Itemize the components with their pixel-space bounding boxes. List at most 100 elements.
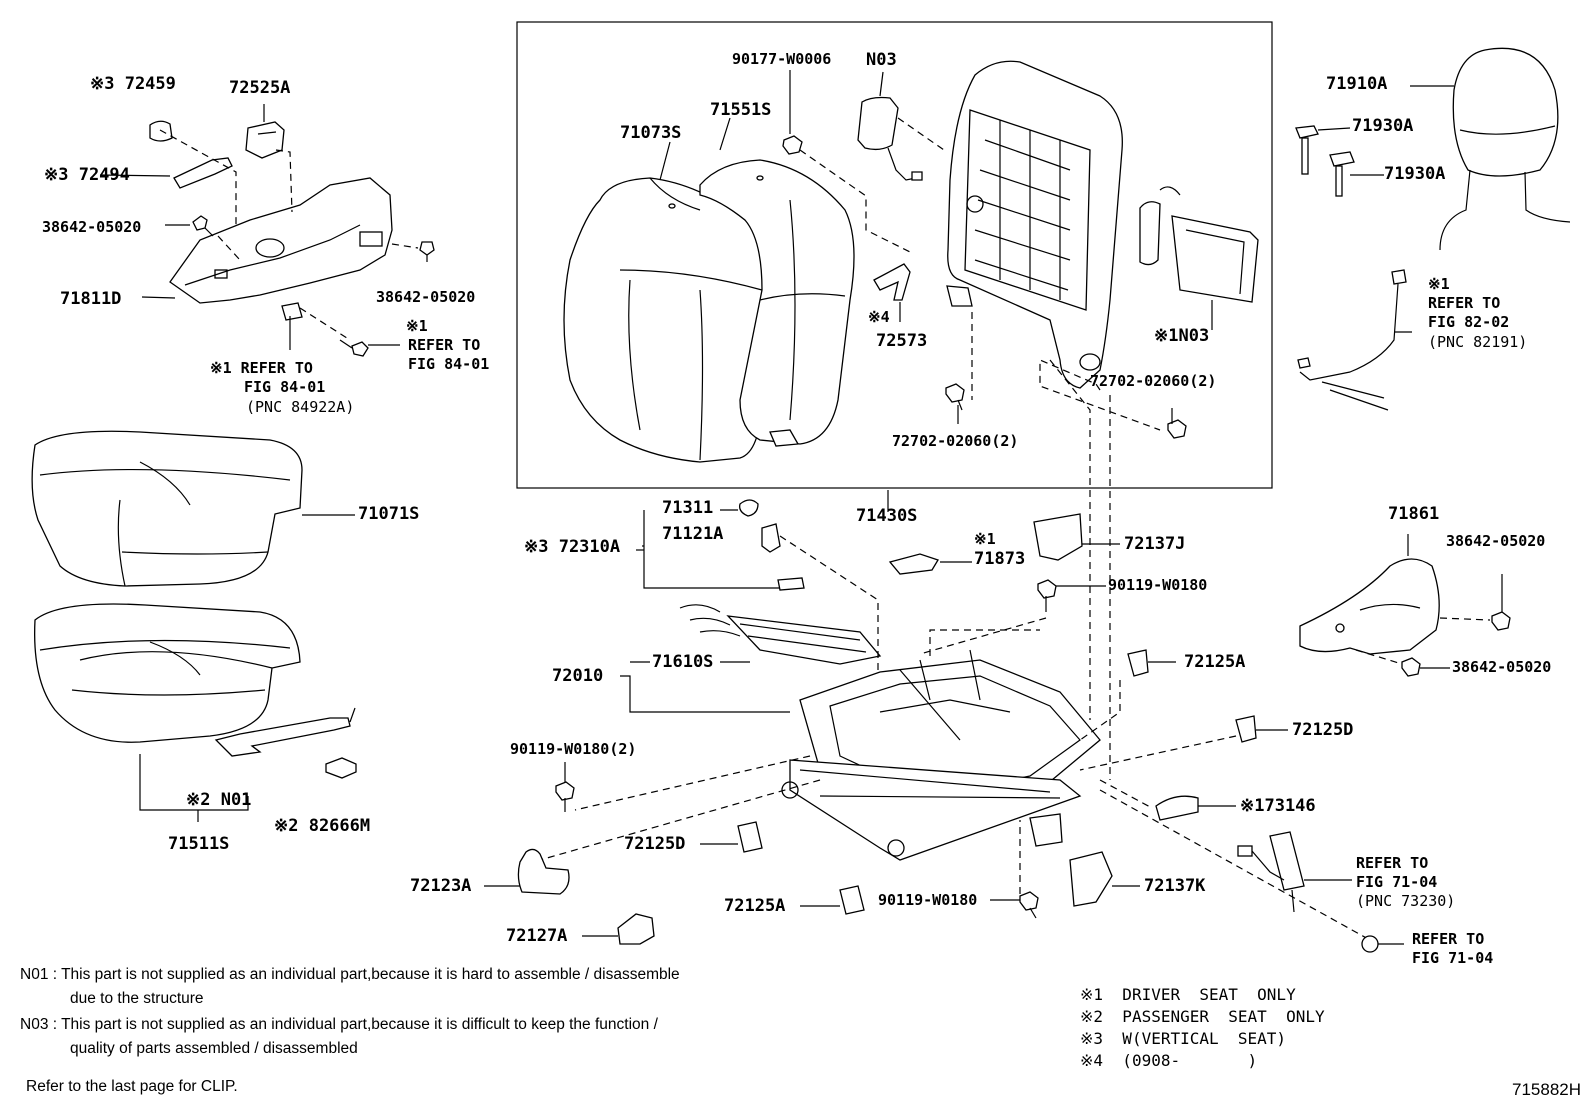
- callout-72127A: 72127A: [506, 926, 568, 946]
- ref2-line1: ※1 REFER TO: [210, 359, 313, 377]
- callout-72137K: 72137K: [1144, 876, 1206, 896]
- spring-mat-71610S: [679, 604, 882, 665]
- cushion-pad-71511S: [34, 603, 301, 743]
- callout-71610S: 71610S: [652, 652, 714, 672]
- buckle-73230: [1237, 831, 1305, 913]
- cover-72137J: [1033, 513, 1083, 561]
- callout-38642-c: 38642-05020: [1446, 532, 1546, 550]
- callout-71873-mark: ※1: [974, 530, 996, 548]
- cushion-shield-71811D: [169, 177, 393, 304]
- callout-82666M: ※2 82666M: [274, 816, 371, 836]
- cover-72137K: [1069, 851, 1113, 907]
- callout-71930A-a: 71930A: [1352, 116, 1414, 136]
- ref3-line3: (PNC 82191): [1428, 333, 1528, 351]
- callout-72010: 72010: [552, 666, 604, 686]
- callout-72459: ※3 72459: [90, 74, 176, 94]
- knob-72525A: [245, 121, 285, 159]
- ref1-line2: FIG 84-01: [408, 355, 490, 373]
- legend-passenger-seat: ※2 PASSENGER SEAT ONLY: [1080, 1007, 1325, 1026]
- nut-73230: [1361, 935, 1379, 953]
- clip-90177: [782, 135, 803, 155]
- callout-71811D: 71811D: [60, 289, 122, 309]
- sensor-mat-N03: [1139, 186, 1259, 303]
- callout-72123A: 72123A: [410, 876, 472, 896]
- ref3-line1: REFER TO: [1428, 294, 1501, 312]
- ref1-line1: REFER TO: [408, 336, 481, 354]
- ref1-mark: ※1: [406, 317, 428, 335]
- seat-adjuster-72010: [781, 649, 1101, 861]
- part-71311: [739, 499, 759, 517]
- clip-72125A-b: [839, 885, 865, 915]
- part-71121A: [761, 523, 805, 591]
- ref4-line3: (PNC 73230): [1356, 892, 1456, 910]
- ref4-line2: FIG 71-04: [1356, 873, 1438, 891]
- cushion-cover-71071S: [31, 430, 303, 587]
- callout-72125D-b: 72125D: [624, 834, 686, 854]
- clip-72125A-a: [1127, 649, 1149, 677]
- sensor-N03-top: [857, 96, 923, 181]
- bolt-90119-b: [555, 781, 575, 812]
- callout-71930A-b: 71930A: [1384, 164, 1446, 184]
- callout-71073S: 71073S: [620, 123, 682, 143]
- callout-38642-b: 38642-05020: [376, 288, 476, 306]
- seatback-frame: [946, 60, 1123, 389]
- bolt-90119-a: [1037, 579, 1057, 612]
- callout-71430S: 71430S: [856, 506, 918, 526]
- cover-71861: [1299, 558, 1440, 655]
- mat-N01: [214, 707, 357, 779]
- callout-71311: 71311: [662, 498, 714, 518]
- callout-71511S: 71511S: [168, 834, 230, 854]
- callout-71551S: 71551S: [710, 100, 772, 120]
- callout-71071S: 71071S: [358, 504, 420, 524]
- legend-date: ※4 (0908- ): [1080, 1051, 1258, 1070]
- bolts-71861: [1401, 574, 1511, 677]
- cover-72123A: [517, 848, 570, 895]
- seatback-cover-71073S: [563, 177, 768, 463]
- callout-90119-a: 90119-W0180: [1108, 576, 1208, 594]
- callout-72310A: ※3 72310A: [524, 537, 621, 557]
- note-clip: Refer to the last page for CLIP.: [26, 1078, 238, 1095]
- callout-72525A: 72525A: [229, 78, 291, 98]
- note-N03-line2: quality of parts assembled / disassemble…: [70, 1040, 358, 1057]
- callout-72702-a: 72702-02060(2): [1090, 372, 1217, 390]
- callout-N01: ※2 N01: [186, 790, 252, 810]
- part-73146: [1155, 795, 1236, 821]
- callout-90177: 90177-W0006: [732, 50, 832, 68]
- callout-N03-top: N03: [866, 50, 897, 70]
- figure-id: 715882H: [1512, 1080, 1582, 1099]
- ref2-line3: (PNC 84922A): [246, 398, 355, 416]
- callout-38642-d: 38642-05020: [1452, 658, 1552, 676]
- bolt-90119-c: [1019, 891, 1039, 919]
- callout-72125D-a: 72125D: [1292, 720, 1354, 740]
- bolts-top-left: [192, 215, 435, 357]
- ref5-line2: FIG 71-04: [1412, 949, 1494, 967]
- callout-72702-b: 72702-02060(2): [892, 432, 1019, 450]
- callout-71910A: 71910A: [1326, 74, 1388, 94]
- ref5-line1: REFER TO: [1412, 930, 1485, 948]
- ref2-line2: FIG 84-01: [244, 378, 326, 396]
- ref3-mark: ※1: [1428, 275, 1450, 293]
- callout-72137J: 72137J: [1124, 534, 1186, 554]
- callout-71861: 71861: [1388, 504, 1440, 524]
- bolt-72702-b: [1167, 408, 1187, 439]
- note-N01-line1: N01 : This part is not supplied as an in…: [20, 966, 680, 983]
- seatback-group-box: [516, 21, 1273, 489]
- callout-N03-bottom: ※1N03: [1154, 326, 1210, 346]
- bracket-72573: [873, 263, 911, 301]
- wire-harness-82191: [1297, 269, 1407, 411]
- callout-72125A-a: 72125A: [1184, 652, 1246, 672]
- legend-vertical-seat: ※3 W(VERTICAL SEAT): [1080, 1029, 1287, 1048]
- bolt-72702-a: [945, 383, 965, 411]
- callout-72573: 72573: [876, 331, 928, 351]
- callout-72494: ※3 72494: [44, 165, 130, 185]
- lever-72494: [173, 157, 233, 189]
- guides-71930A: [1295, 125, 1355, 197]
- clip-72125D-b: [737, 821, 763, 853]
- clip-72125D-a: [1235, 715, 1257, 743]
- callout-73146: ※173146: [1240, 796, 1316, 816]
- callout-72573-mark: ※4: [868, 308, 890, 326]
- ref3-line2: FIG 82-02: [1428, 313, 1510, 331]
- callout-90119-c: 90119-W0180: [878, 891, 978, 909]
